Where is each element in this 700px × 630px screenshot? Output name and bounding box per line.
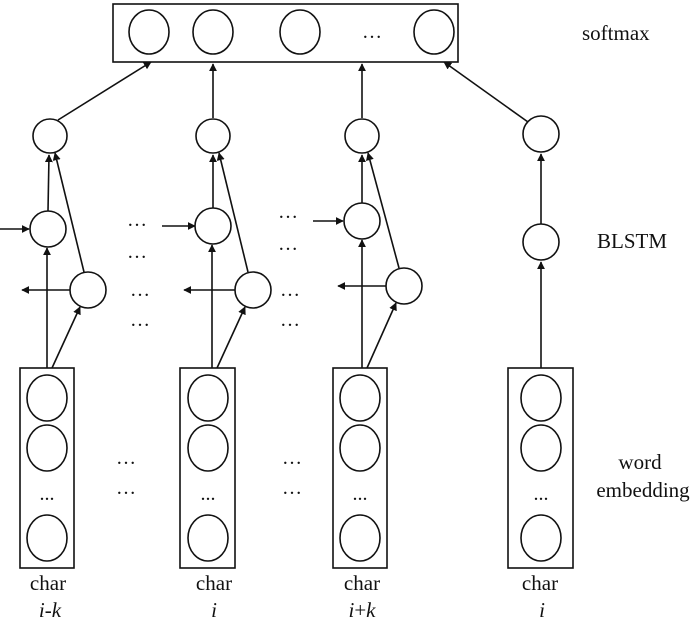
embedding-node	[339, 514, 381, 562]
edge-embedding-to-backward	[51, 306, 81, 369]
embedding-node	[339, 374, 381, 422]
forward-lstm-node	[343, 202, 381, 240]
char-word-label: char	[30, 571, 66, 595]
ellipsis-d: …	[282, 447, 302, 469]
forward-lstm-node	[29, 210, 67, 248]
edge-backward-to-output	[52, 152, 85, 273]
edge-embedding-to-backward	[366, 302, 397, 369]
output-node	[344, 118, 380, 154]
ellipsis-b: …	[280, 279, 300, 301]
softmax-node	[413, 9, 455, 55]
embedding-node	[26, 514, 68, 562]
edge-backward-to-output	[366, 152, 400, 269]
output-node	[32, 118, 68, 154]
embedding-ellipsis: ...	[201, 483, 216, 505]
edge-backward-to-output	[216, 152, 249, 273]
softmax-node	[128, 9, 170, 55]
column-char-i-right: ... char i	[443, 61, 574, 622]
edge-to-softmax	[443, 61, 529, 123]
edge-embedding-to-backward	[216, 306, 246, 369]
ellipsis-a: …	[130, 279, 150, 301]
column-char-i-minus-k: ... char i-k	[0, 61, 152, 622]
embedding-node	[520, 374, 562, 422]
ellipsis-a: …	[130, 309, 150, 331]
backward-lstm-node	[385, 267, 423, 305]
ellipsis-b: …	[278, 201, 298, 223]
embedding-ellipsis: ...	[353, 483, 368, 505]
softmax-ellipsis: …	[362, 21, 382, 43]
ellipsis-d: …	[282, 477, 302, 499]
embedding-ellipsis: ...	[534, 483, 549, 505]
char-word-label: char	[522, 571, 558, 595]
ellipsis-a: …	[127, 241, 147, 263]
softmax-node	[279, 9, 321, 55]
embedding-node	[187, 374, 229, 422]
embedding-node	[187, 424, 229, 472]
char-index-label: i-k	[39, 598, 62, 622]
embedding-ellipsis: ...	[40, 483, 55, 505]
forward-lstm-node	[194, 207, 232, 245]
lstm-node	[522, 223, 560, 261]
ellipsis-c: …	[116, 477, 136, 499]
embedding-node	[26, 374, 68, 422]
char-index-label: i	[539, 598, 545, 622]
char-index-label: i+k	[348, 598, 376, 622]
backward-lstm-node	[234, 271, 272, 309]
output-node	[522, 115, 560, 153]
char-index-label: i	[211, 598, 217, 622]
between-column-ellipses: … … … … … … … … … … … …	[116, 201, 302, 499]
ellipsis-a: …	[127, 209, 147, 231]
ellipsis-c: …	[116, 447, 136, 469]
word-embedding-label-line2: embedding	[596, 478, 690, 502]
softmax-layer: … softmax	[112, 3, 650, 63]
edge-forward-to-output	[44, 154, 53, 212]
embedding-node	[520, 424, 562, 472]
embedding-node	[520, 514, 562, 562]
blstm-label: BLSTM	[597, 229, 667, 253]
embedding-node	[187, 514, 229, 562]
backward-lstm-node	[69, 271, 107, 309]
char-word-label: char	[344, 571, 380, 595]
softmax-node	[192, 9, 234, 55]
column-char-i: ... char i	[162, 63, 272, 622]
embedding-node	[26, 424, 68, 472]
ellipsis-b: …	[280, 309, 300, 331]
char-word-label: char	[196, 571, 232, 595]
column-char-i-plus-k: ... char i+k	[313, 63, 423, 622]
softmax-label: softmax	[582, 21, 650, 45]
edge-to-softmax	[57, 61, 152, 121]
output-node	[195, 118, 231, 154]
embedding-node	[339, 424, 381, 472]
ellipsis-b: …	[278, 233, 298, 255]
word-embedding-label-line1: word	[618, 450, 662, 474]
